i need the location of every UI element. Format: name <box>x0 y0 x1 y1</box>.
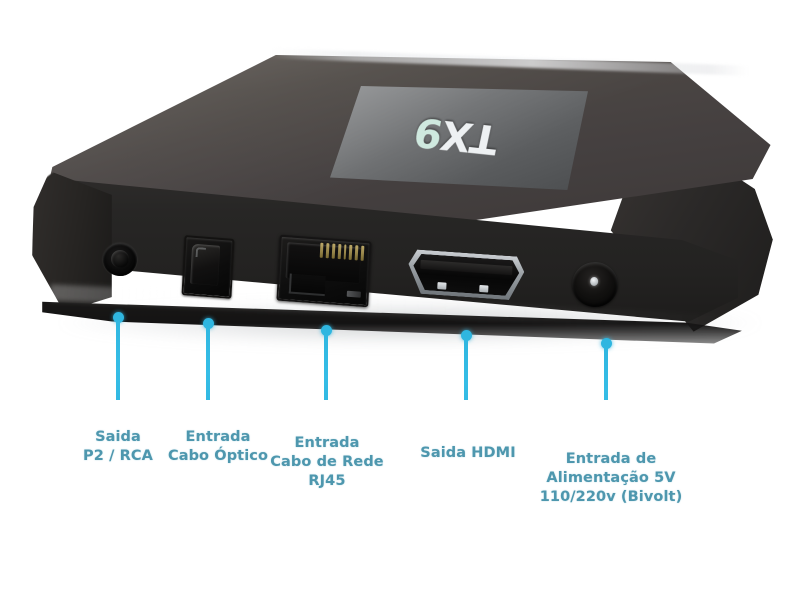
arrow-shaft <box>604 343 608 400</box>
callout-label-optical: Entrada Cabo Óptico <box>167 429 269 464</box>
callout-label-av: Saida P2 / RCA <box>83 429 153 464</box>
device-photo: TX9 <box>0 0 810 400</box>
tv-box-device: TX9 <box>0 0 810 400</box>
down-arrow-icon <box>197 318 219 400</box>
hdmi-key-nub-right <box>479 284 489 293</box>
arrow-shaft <box>206 323 210 400</box>
arrow-shaft <box>324 330 328 400</box>
down-arrow-icon <box>107 312 129 400</box>
device-label-plate <box>330 86 588 190</box>
brand-logo-text: TX <box>437 110 504 162</box>
callout-label-power: Entrada de Alimentação 5V 110/220v (Bivo… <box>539 451 683 505</box>
ethernet-port-icon <box>276 234 372 308</box>
ethernet-led <box>346 290 361 298</box>
down-arrow-icon <box>595 338 617 400</box>
down-arrow-icon <box>455 330 477 400</box>
callout-label-hdmi: Saida HDMI <box>420 445 516 461</box>
hdmi-key-nub-left <box>437 282 447 290</box>
label-plate-highlight <box>330 86 588 190</box>
ethernet-clip-slot <box>288 273 326 297</box>
callout-label-ethernet: Entrada Cabo de Rede RJ45 <box>270 435 384 489</box>
arrow-shaft <box>116 317 120 400</box>
arrow-shaft <box>464 335 468 400</box>
down-arrow-icon <box>315 325 337 400</box>
round-jack-icon <box>102 242 138 277</box>
hdmi-port-icon <box>407 249 525 301</box>
ethernet-pins <box>319 242 365 261</box>
square-optical-port-icon <box>181 235 235 299</box>
